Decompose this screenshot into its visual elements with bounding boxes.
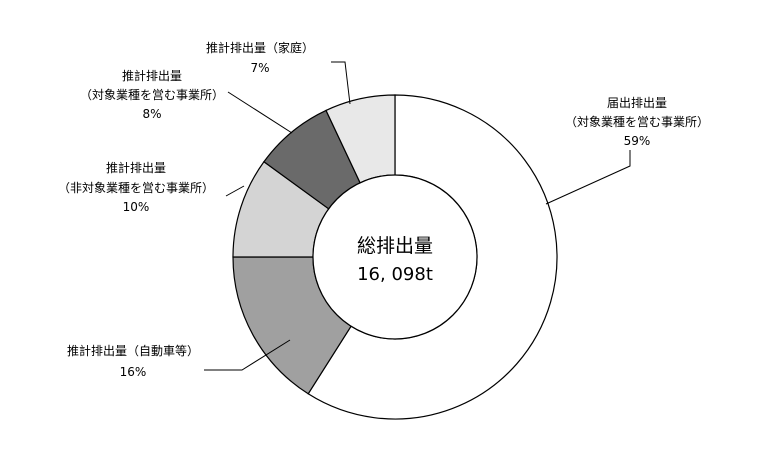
slice-label-vehicles-percent: 16% [120,365,147,379]
donut-hole [312,174,478,340]
slice-label-reported-percent: 59% [624,134,651,148]
slice-label-target-sublabel: （対象業種を営む事業所） [80,88,224,102]
slice-label-household-percent: 7% [250,61,269,75]
slice-label-vehicles: 推計排出量（自動車等） 16% [67,343,199,379]
slice-label-vehicles-title: 推計排出量（自動車等） [67,343,199,358]
slice-label-nontarget-sublabel: （非対象業種を営む事業所） [58,181,214,195]
slice-label-reported-sublabel: （対象業種を営む事業所） [565,115,709,129]
slice-label-reported-title: 届出排出量 [607,96,667,110]
leader-line-vehicles [204,339,291,371]
donut-slices [232,94,558,420]
leader-lines [204,61,631,371]
center-value: 16, 098t [357,264,433,285]
slice-label-nontarget: 推計排出量 （非対象業種を営む事業所） 10% [58,160,214,214]
center-title: 総排出量 [357,235,433,257]
slice-label-target-title: 推計排出量 [122,68,182,83]
slice-label-nontarget-percent: 10% [123,200,150,214]
slice-label-target: 推計排出量 （対象業種を営む事業所） 8% [80,68,224,121]
slice-label-household-title: 推計排出量（家庭） [206,40,314,55]
leader-line-reported [545,150,631,205]
slice-label-nontarget-title: 推計排出量 [106,160,166,175]
slice-label-household: 推計排出量（家庭） 7% [206,40,314,75]
slice-label-target-percent: 8% [142,107,161,121]
slice-label-reported: 届出排出量 （対象業種を営む事業所） 59% [565,96,709,148]
leader-line-target [227,91,293,134]
leader-line-nontarget [225,185,245,197]
leader-line-household [331,61,351,105]
